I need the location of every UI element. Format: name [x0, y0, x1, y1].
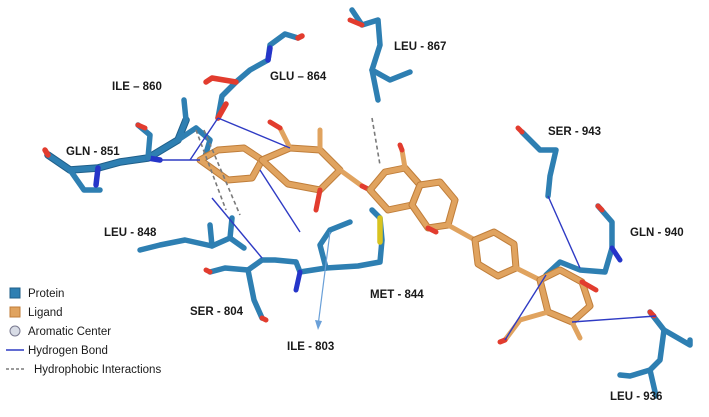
legend-aromatic-center-circle: [9, 325, 21, 337]
residue-labels: ILE – 860 GLU – 864 LEU - 867 GLN - 851 …: [66, 41, 684, 403]
label-ile-803: ILE - 803: [287, 341, 334, 353]
label-leu-936: LEU - 936: [610, 391, 662, 403]
label-gln-851: GLN - 851: [66, 146, 120, 158]
ile-803-pointer: [315, 231, 331, 330]
legend-label-protein: Protein: [28, 288, 64, 300]
protein-residues: [42, 7, 693, 399]
residue-ile-860-sticks: [175, 97, 213, 163]
legend-label-aromatic-center: Aromatic Center: [28, 326, 111, 338]
residue-ser-943-sticks: [515, 125, 559, 199]
residue-leu-936-sticks: [617, 309, 693, 399]
label-ser-943: SER - 943: [548, 126, 601, 138]
legend-swatch-protein: [9, 287, 21, 299]
residue-gln-940-sticks: [543, 203, 623, 278]
hydrophobic-interactions: [195, 117, 381, 216]
residue-met-844-sticks: [293, 207, 385, 293]
legend-label-ligand: Ligand: [28, 307, 63, 319]
legend-swatch-ligand: [9, 306, 21, 318]
residue-glu-864-sticks: [203, 31, 305, 121]
label-leu-867: LEU - 867: [394, 41, 446, 53]
label-met-844: MET - 844: [370, 289, 424, 301]
legend-label-hydrogen-bond: Hydrogen Bond: [28, 345, 108, 357]
hydrogen-bonds: [160, 117, 657, 341]
label-glu-864: GLU – 864: [270, 71, 327, 83]
legend: Protein Ligand Aromatic Center Hydrogen …: [6, 287, 161, 376]
residue-ser-804-sticks: [203, 257, 299, 323]
label-gln-940: GLN - 940: [630, 227, 684, 239]
residue-leu-867-sticks: [347, 7, 413, 103]
label-ser-804: SER - 804: [190, 306, 244, 318]
label-leu-848: LEU - 848: [104, 227, 157, 239]
label-ile-860: ILE – 860: [112, 81, 162, 93]
residue-leu-848-sticks: [137, 215, 247, 253]
legend-label-hydrophobic: Hydrophobic Interactions: [34, 364, 161, 376]
